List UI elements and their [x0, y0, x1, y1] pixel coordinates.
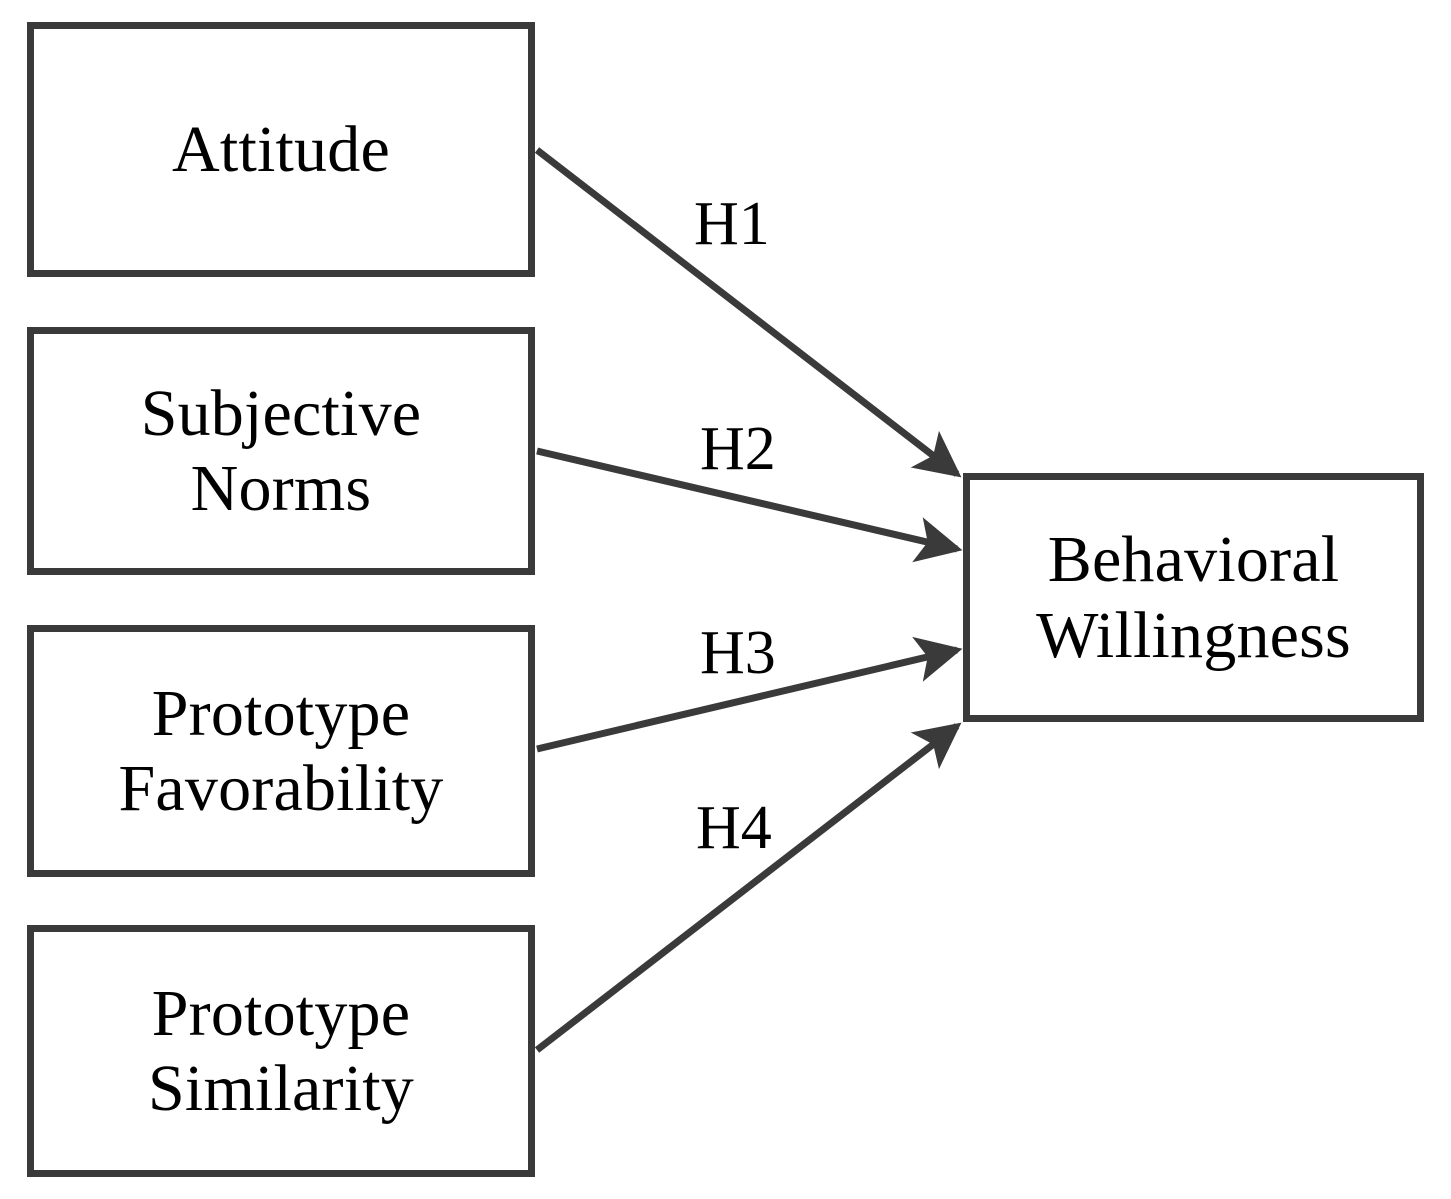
node-attitude-label: Attitude — [172, 112, 390, 186]
edge-arrow-h3 — [536, 636, 963, 753]
edge-label-h4: H4 — [696, 794, 772, 862]
node-attitude[interactable]: Attitude — [27, 22, 535, 277]
node-subjective-norms-label: Subjective Norms — [140, 376, 422, 525]
node-behavioral-willingness-label: Behavioral Willingness — [1036, 523, 1351, 672]
node-prototype-favorability-label: Prototype Favorability — [118, 676, 444, 825]
edge-label-h1: H1 — [694, 190, 770, 258]
edge-label-h3: H3 — [700, 619, 776, 687]
node-behavioral-willingness[interactable]: Behavioral Willingness — [963, 473, 1424, 722]
edge-arrow-h1 — [534, 147, 962, 478]
node-subjective-norms[interactable]: Subjective Norms — [27, 327, 535, 575]
node-prototype-favorability[interactable]: Prototype Favorability — [27, 625, 535, 877]
edge-arrow-h4 — [534, 722, 962, 1053]
node-prototype-similarity-label: Prototype Similarity — [148, 976, 414, 1125]
edge-label-h2: H2 — [700, 415, 776, 483]
edge-arrow-h2 — [536, 447, 963, 563]
node-prototype-similarity[interactable]: Prototype Similarity — [27, 925, 535, 1177]
